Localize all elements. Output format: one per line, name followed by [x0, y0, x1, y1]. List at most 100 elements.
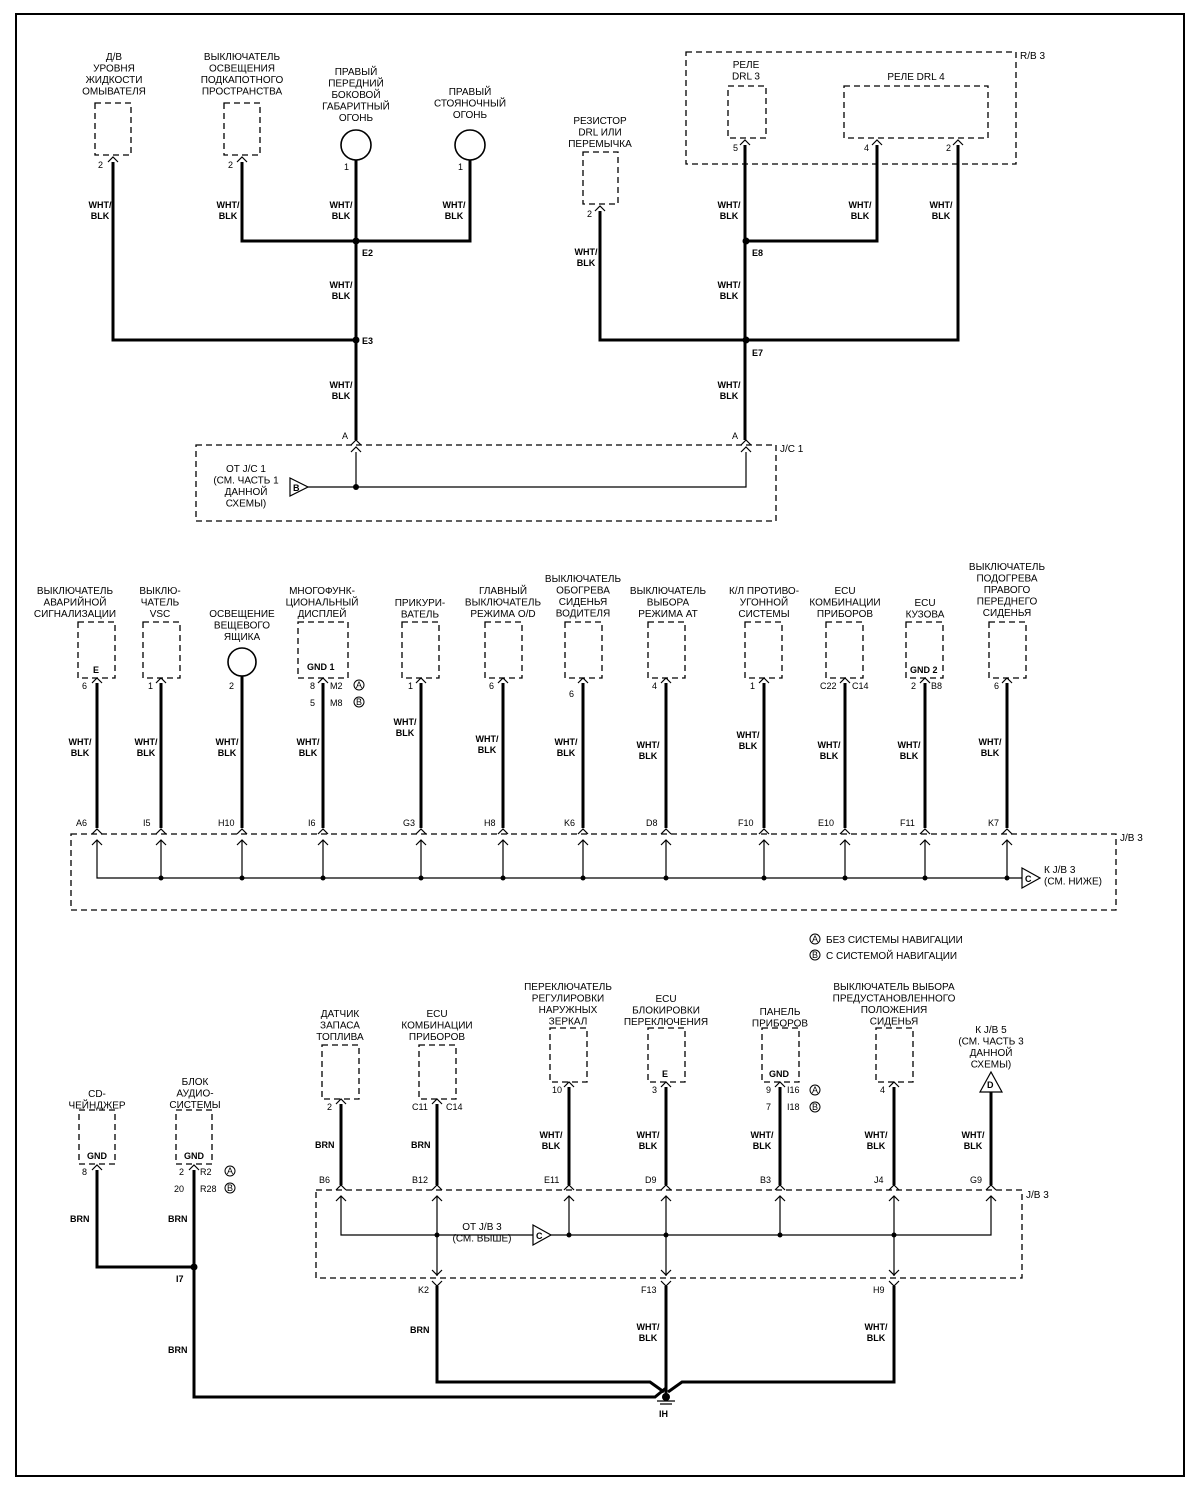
pin-m10: C22: [820, 681, 837, 691]
label-line: WHT/: [849, 200, 872, 210]
label-line: WHT/: [737, 730, 760, 740]
wire-label: WHT/BLK: [330, 280, 353, 301]
wire-label-brn: BRN: [70, 1214, 90, 1224]
wire-label: WHT/BLK: [737, 730, 760, 751]
splice-label-I7: I7: [176, 1274, 184, 1284]
label-line: WHT/: [394, 717, 417, 727]
legend-b-letter: B: [812, 950, 818, 960]
terminal-c7b: [952, 139, 964, 146]
to-jb3-label: К J/B 3(СМ. НИЖЕ): [1044, 865, 1102, 888]
label-line: ПЕРЕМЫЧКА: [568, 139, 632, 150]
pin-b2g: GND: [184, 1151, 205, 1161]
label-line: ECU: [655, 994, 676, 1005]
ground-icon: [657, 1400, 675, 1405]
pin-j10: E10: [818, 818, 834, 828]
label-line: ПОДОГРЕВА: [976, 574, 1037, 585]
splice-label-E8: E8: [752, 248, 763, 258]
pin-j9: F10: [738, 818, 754, 828]
wire-k8: [435, 1286, 665, 1394]
label-line: ОТ J/B 3: [462, 1222, 502, 1233]
label-line: К J/B 3: [1044, 865, 1076, 876]
label-cigarette-lighter: ПРИКУРИ-ВАТЕЛЬ: [395, 598, 446, 621]
wire-k10: [667, 1286, 896, 1394]
pin-b2d: R28: [200, 1184, 217, 1194]
label-line: КОМБИНАЦИИ: [401, 1021, 472, 1032]
from-jb3-letter: C: [536, 1231, 543, 1241]
pin-b4b: C14: [446, 1102, 463, 1112]
label-line: ОСВЕЩЕНИЯ: [209, 64, 275, 75]
from-jb3-label: ОТ J/B 3(СМ. ВЫШЕ): [452, 1222, 511, 1245]
pin-b2-legB: B: [227, 1183, 233, 1193]
wire-label: WHT/BLK: [575, 247, 598, 268]
label-line: BLK: [445, 211, 464, 221]
terminal-c6: [739, 139, 751, 146]
parking-lamp-icon: [454, 129, 486, 161]
pin-b7-legB: B: [812, 1102, 818, 1112]
pin-j4: I6: [308, 818, 316, 828]
pin-k1: B6: [319, 1175, 330, 1185]
pin-m8: 4: [652, 681, 657, 691]
wire-label: WHT/BLK: [637, 740, 660, 761]
jb3-lower-junction: [566, 1232, 572, 1238]
label-line: СТОЯНОЧНЫЙ: [434, 97, 506, 110]
jc1-internal-wire: [308, 452, 747, 488]
label-line: ПРИБОРОВ: [409, 1032, 466, 1043]
label-line: РЕЖИМА O/D: [470, 609, 535, 620]
wire-label: WHT/BLK: [718, 380, 741, 401]
label-drl4-relay: РЕЛЕ DRL 4: [887, 72, 945, 83]
wire-label: WHT/BLK: [865, 1322, 888, 1343]
label-line: РЕЗИСТОР: [573, 116, 627, 127]
label-line: WHT/: [818, 740, 841, 750]
pin-k10: H9: [873, 1285, 885, 1295]
label-line: БЛОК: [182, 1077, 209, 1088]
pin-c2: 2: [228, 160, 233, 170]
label-line: BLK: [218, 748, 237, 758]
label-line: ПЕРЕКЛЮЧЕНИЯ: [624, 1017, 708, 1028]
label-line: УГОННОЙ: [740, 596, 788, 609]
terminal-c7a: [871, 139, 883, 146]
pin-m10b: C14: [852, 681, 869, 691]
wire-label: WHT/BLK: [962, 1130, 985, 1151]
wire-label: WHT/BLK: [330, 200, 353, 221]
pin-k6: J4: [874, 1175, 884, 1185]
label-line: ОТ J/C 1: [226, 464, 266, 475]
label-line: BLK: [981, 748, 1000, 758]
legend-a-letter: A: [812, 934, 818, 944]
label-line: ДАННОЙ: [970, 1046, 1013, 1059]
ground-point-IH: [662, 1393, 670, 1401]
wire-label: WHT/BLK: [930, 200, 953, 221]
label-line: BLK: [820, 751, 839, 761]
label-line: BLK: [851, 211, 870, 221]
pin-k8: K2: [418, 1285, 429, 1295]
label-line: ДАТЧИК: [321, 1009, 360, 1020]
label-line: WHT/: [637, 1130, 660, 1140]
splice-E8: [742, 237, 750, 245]
combi-ecu-2-box: [418, 1044, 457, 1100]
pin-jcB: A: [732, 431, 738, 441]
pin-m3: 2: [229, 681, 234, 691]
label-line: ПОЛОЖЕНИЯ: [861, 1005, 928, 1016]
label-line: СХЕМЫ): [971, 1060, 1012, 1071]
label-line: WHT/: [330, 200, 353, 210]
pin-m4: 8: [310, 681, 315, 691]
from-jc1-letter: B: [293, 483, 300, 493]
pin-c1: 2: [98, 160, 103, 170]
instrument-panel-box: [761, 1027, 800, 1083]
jb3-lower-box: [315, 1189, 1023, 1279]
label-line: ЗАПАСА: [320, 1021, 360, 1032]
label-line: К/Л ПРОТИВО-: [729, 586, 799, 597]
label-line: BLK: [867, 1141, 886, 1151]
pin-m4c: M2: [330, 681, 343, 691]
pin-j1: A6: [76, 818, 87, 828]
pin-c6: 5: [733, 143, 738, 153]
wire-label: WHT/BLK: [637, 1322, 660, 1343]
pin-m11: 2: [911, 681, 916, 691]
